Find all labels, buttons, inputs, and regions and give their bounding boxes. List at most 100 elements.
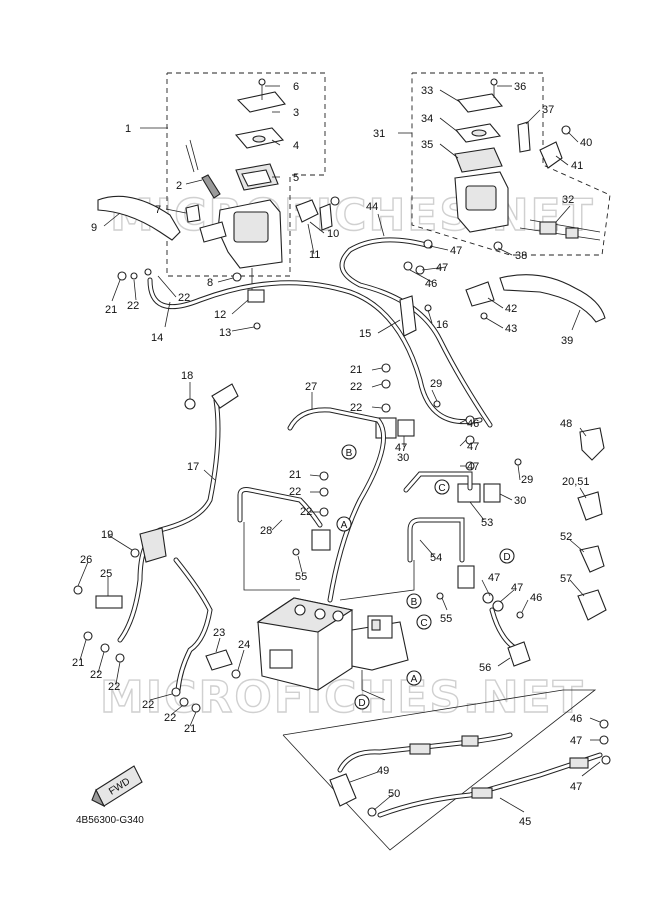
callout-46-d: 46 [570, 713, 582, 725]
callout-38: 38 [515, 250, 527, 262]
ref-mark-c-lower: C [420, 618, 427, 629]
callout-56: 56 [479, 662, 491, 674]
callout-12: 12 [214, 309, 226, 321]
callout-5: 5 [293, 172, 299, 184]
callout-18: 18 [181, 370, 193, 382]
callout-37: 37 [542, 104, 554, 116]
callout-47-c: 47 [467, 441, 479, 453]
callout-52: 52 [560, 531, 572, 543]
ref-mark-c-upper: C [438, 483, 445, 494]
callout-21-d: 21 [72, 657, 84, 669]
callout-labels: 1 2 3 4 5 6 7 8 9 10 11 12 13 14 15 16 1… [72, 81, 592, 828]
cable-section-outline [282, 689, 597, 851]
callout-22-a: 22 [127, 300, 139, 312]
callout-32: 32 [562, 194, 574, 206]
callout-47-a: 47 [450, 245, 462, 257]
callout-19: 19 [101, 529, 113, 541]
callout-21-a: 21 [105, 304, 117, 316]
callout-22-b: 22 [178, 292, 190, 304]
leader-lines [77, 85, 601, 813]
watermark-top: MICROFICHES.NET [110, 190, 595, 241]
callout-39: 39 [561, 335, 573, 347]
callout-22-d: 22 [350, 402, 362, 414]
callout-49: 49 [377, 765, 389, 777]
callout-47-h: 47 [570, 781, 582, 793]
ref-mark-b-lower: B [411, 597, 418, 608]
ref-mark-b-upper: B [346, 448, 353, 459]
callout-30-a: 30 [397, 452, 409, 464]
rear-master-cylinder-group [454, 78, 601, 320]
callout-53: 53 [481, 517, 493, 529]
callout-10: 10 [327, 228, 339, 240]
callout-47-b: 47 [436, 262, 448, 274]
callout-9: 9 [91, 222, 97, 234]
rear-brake-lever [499, 274, 606, 323]
callout-22-i: 22 [142, 699, 154, 711]
callout-47-g: 47 [570, 735, 582, 747]
callout-4: 4 [293, 140, 299, 152]
callout-6: 6 [293, 81, 299, 93]
callout-30-b: 30 [514, 495, 526, 507]
callout-25: 25 [100, 568, 112, 580]
front-master-cylinder-group [185, 78, 340, 330]
callout-54: 54 [430, 552, 442, 564]
callout-40: 40 [580, 137, 592, 149]
callout-23: 23 [213, 627, 225, 639]
callout-22-f: 22 [300, 506, 312, 518]
callout-1: 1 [125, 123, 131, 135]
callout-14: 14 [151, 332, 163, 344]
callout-31: 31 [373, 128, 385, 140]
callout-11: 11 [309, 249, 320, 261]
callout-46-a: 46 [425, 278, 437, 290]
callout-29-a: 29 [430, 378, 442, 390]
callout-16: 16 [436, 319, 448, 331]
ref-mark-d-upper: D [503, 552, 510, 563]
callout-45: 45 [519, 816, 531, 828]
callout-17: 17 [187, 461, 199, 473]
callout-41: 41 [571, 160, 583, 172]
callout-46-b: 46 [467, 418, 479, 430]
callout-2: 2 [176, 180, 182, 192]
callout-44: 44 [366, 201, 378, 213]
callout-7: 7 [155, 204, 161, 216]
callout-46-c: 46 [530, 592, 542, 604]
callout-34: 34 [421, 113, 433, 125]
callout-43: 43 [505, 323, 517, 335]
front-brake-lever [97, 195, 181, 241]
callout-20-51: 20,51 [562, 476, 590, 488]
ref-mark-a-upper: A [341, 520, 348, 531]
reference-marks: A A B B C C D D [336, 444, 515, 710]
callout-42: 42 [505, 303, 517, 315]
callout-22-j: 22 [164, 712, 176, 724]
callout-29-b: 29 [521, 474, 533, 486]
rear-master-cylinder-box [411, 72, 611, 256]
callout-47-f: 47 [511, 582, 523, 594]
callout-47-e: 47 [488, 572, 500, 584]
callout-48: 48 [560, 418, 572, 430]
callout-27: 27 [305, 381, 317, 393]
callout-22-g: 22 [90, 669, 102, 681]
callout-21-c: 21 [289, 469, 301, 481]
abs-hydraulic-unit [256, 597, 409, 701]
callout-21-b: 21 [350, 364, 362, 376]
front-master-cylinder-box [166, 72, 326, 277]
front-direction-marker: FWD [91, 765, 143, 808]
callout-55-a: 55 [295, 571, 307, 583]
callout-26: 26 [80, 554, 92, 566]
callout-47-d: 47 [467, 461, 479, 473]
drawing-code: 4B56300-G340 [76, 815, 144, 826]
callout-57: 57 [560, 573, 572, 585]
callout-15: 15 [359, 328, 371, 340]
callout-22-c: 22 [350, 381, 362, 393]
callout-28: 28 [260, 525, 272, 537]
callout-35: 35 [421, 139, 433, 151]
callout-55-b: 55 [440, 613, 452, 625]
ref-mark-d-lower: D [358, 698, 365, 709]
callout-24: 24 [238, 639, 250, 651]
callout-13: 13 [219, 327, 231, 339]
callout-50: 50 [388, 788, 400, 800]
callout-21-e: 21 [184, 723, 196, 735]
callout-22-h: 22 [108, 681, 120, 693]
ref-mark-a-lower: A [411, 674, 418, 685]
